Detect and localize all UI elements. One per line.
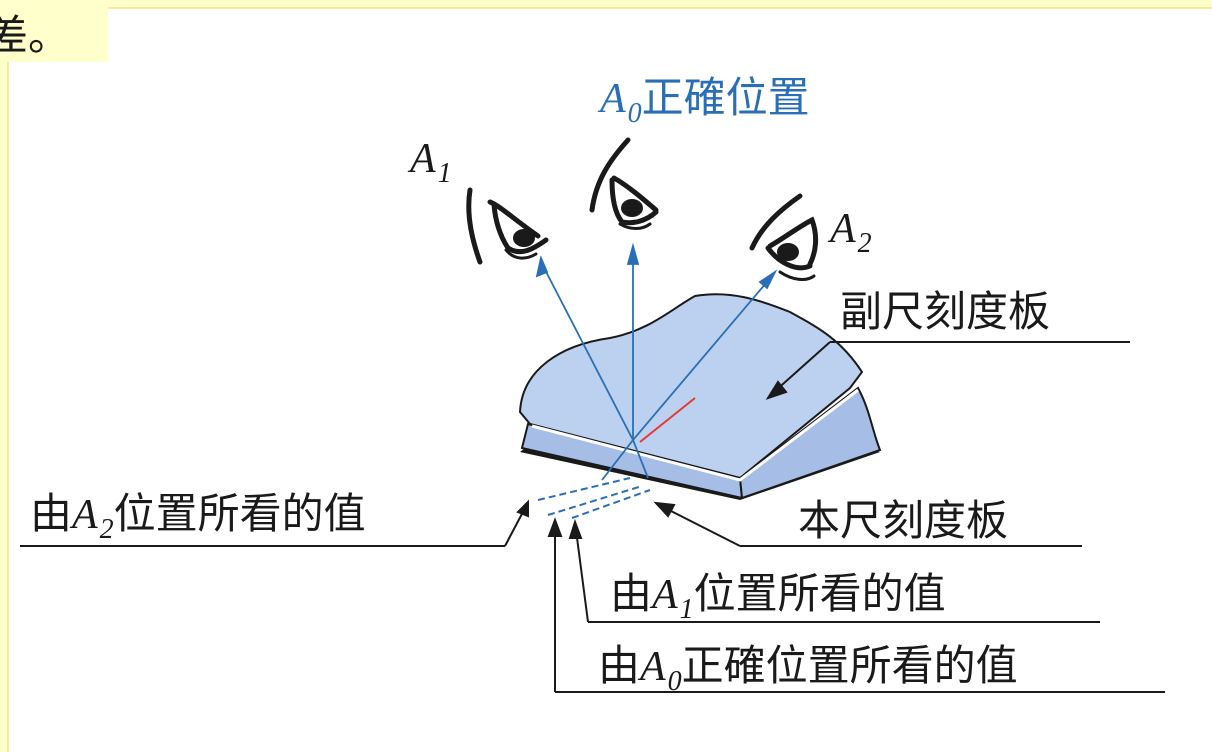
label-vernier-plate: 副尺刻度板 — [840, 287, 1050, 336]
leader-reading-a0 — [547, 517, 1165, 693]
leader-reading-a1 — [568, 518, 1100, 623]
label-reading-a1: 由A1位置所看的值 — [610, 569, 946, 625]
sight-lines — [535, 242, 778, 481]
label-main-plate: 本尺刻度板 — [798, 496, 1008, 545]
caption-fragment: 差。 — [0, 11, 70, 60]
label-a0-position: A0正確位置 — [597, 73, 810, 129]
reading-dash-a1 — [571, 489, 651, 519]
leader-main — [653, 501, 1082, 547]
eye-a1-icon — [466, 187, 549, 265]
index-mark — [639, 397, 696, 443]
label-a1: A1 — [407, 136, 452, 189]
caption-highlight — [0, 0, 108, 62]
leader-reading-a2 — [20, 499, 529, 547]
vernier-plate — [518, 293, 882, 500]
reading-dashes — [537, 477, 651, 519]
label-reading-a0: 由A0正確位置所看的值 — [598, 641, 1018, 697]
sight-line-a1 — [540, 261, 634, 441]
arrowhead-a0 — [626, 242, 640, 265]
reading-dash-a2 — [537, 477, 631, 501]
reading-dash-a0 — [547, 485, 643, 516]
label-reading-a2: 由A2位置所看的值 — [30, 489, 366, 545]
leader-vernier — [765, 341, 1130, 400]
frame-top-strip — [0, 0, 1212, 8]
arrowhead-a1 — [535, 255, 549, 278]
label-a2: A2 — [827, 206, 872, 259]
sight-line-a2 — [632, 275, 773, 441]
eye-a2-icon — [749, 193, 819, 281]
frame-left-strip — [0, 0, 8, 752]
arrowhead-a2 — [758, 269, 778, 290]
eye-a0-icon — [589, 137, 659, 230]
